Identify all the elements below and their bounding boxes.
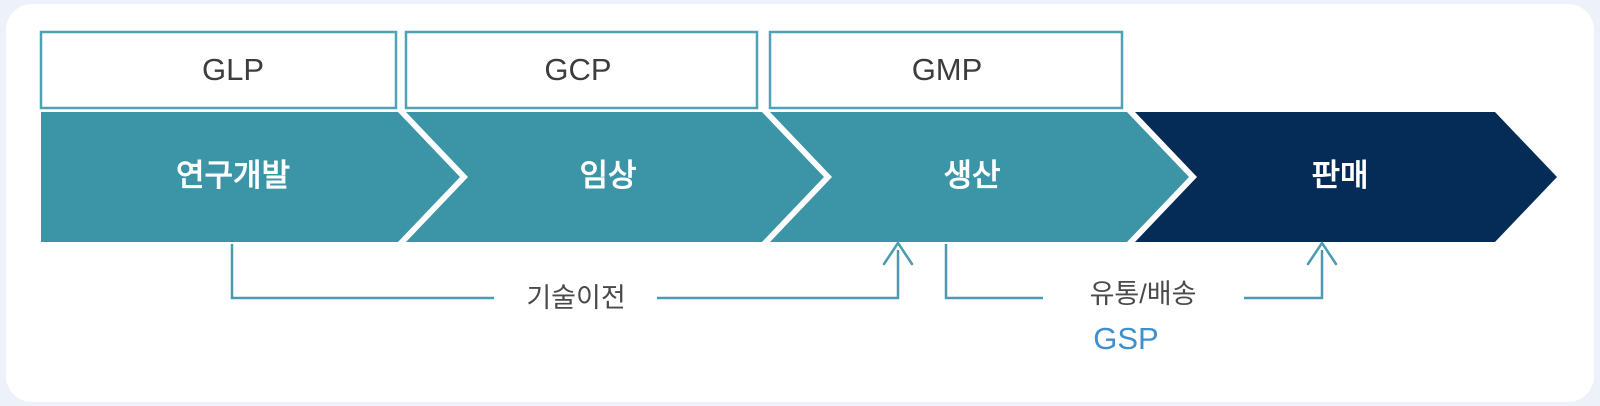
connector-distribution-line-left [944,244,1043,300]
connector-tech-transfer-line-left [230,244,494,300]
stage-chevron-sales[interactable]: 판매 [1135,112,1557,242]
stage-chevron-band: 연구개발 임상 생산 판매 [41,112,1557,242]
connector-tech-transfer-label: 기술이전 [526,283,625,313]
connector-distribution-sublabel: GSP [1093,321,1158,356]
standard-box-glp[interactable]: GLP [39,30,398,110]
connector-distribution-label: 유통/배송 [1090,279,1197,309]
stage-chevron-rnd-label: 연구개발 [176,158,290,193]
connector-distribution-arrow-icon [1306,241,1338,266]
connector-distribution[interactable]: 유통/배송 GSP [944,241,1338,356]
stage-chevron-clinical[interactable]: 임상 [406,112,824,242]
connector-tech-transfer-arrow-icon [882,241,914,266]
connector-tech-transfer-line-right [657,250,900,300]
stage-chevron-production-label: 생산 [943,158,1000,193]
standard-label-boxes: GLP GCP GMP [39,30,1124,110]
standard-box-gmp[interactable]: GMP [768,30,1124,110]
standard-box-gcp-shape [404,30,759,110]
stage-chevron-rnd[interactable]: 연구개발 [41,112,460,242]
stage-chevron-sales-label: 판매 [1311,158,1368,193]
standard-box-gcp-label: GCP [544,52,611,87]
connector-tech-transfer[interactable]: 기술이전 [230,241,914,313]
standard-box-glp-shape [39,30,398,110]
stage-chevron-sales-shape [1135,112,1557,242]
stage-chevron-rnd-shape [41,112,460,242]
standard-box-glp-label: GLP [202,52,264,87]
stage-chevron-production[interactable]: 생산 [770,112,1189,242]
stage-chevron-production-shape [770,112,1189,242]
stage-chevron-clinical-label: 임상 [579,158,636,193]
standard-box-gcp[interactable]: GCP [404,30,759,110]
stage-chevron-clinical-shape [406,112,824,242]
connector-distribution-line-right [1244,250,1324,300]
standard-box-gmp-shape [768,30,1124,110]
standard-box-gmp-label: GMP [912,52,983,87]
